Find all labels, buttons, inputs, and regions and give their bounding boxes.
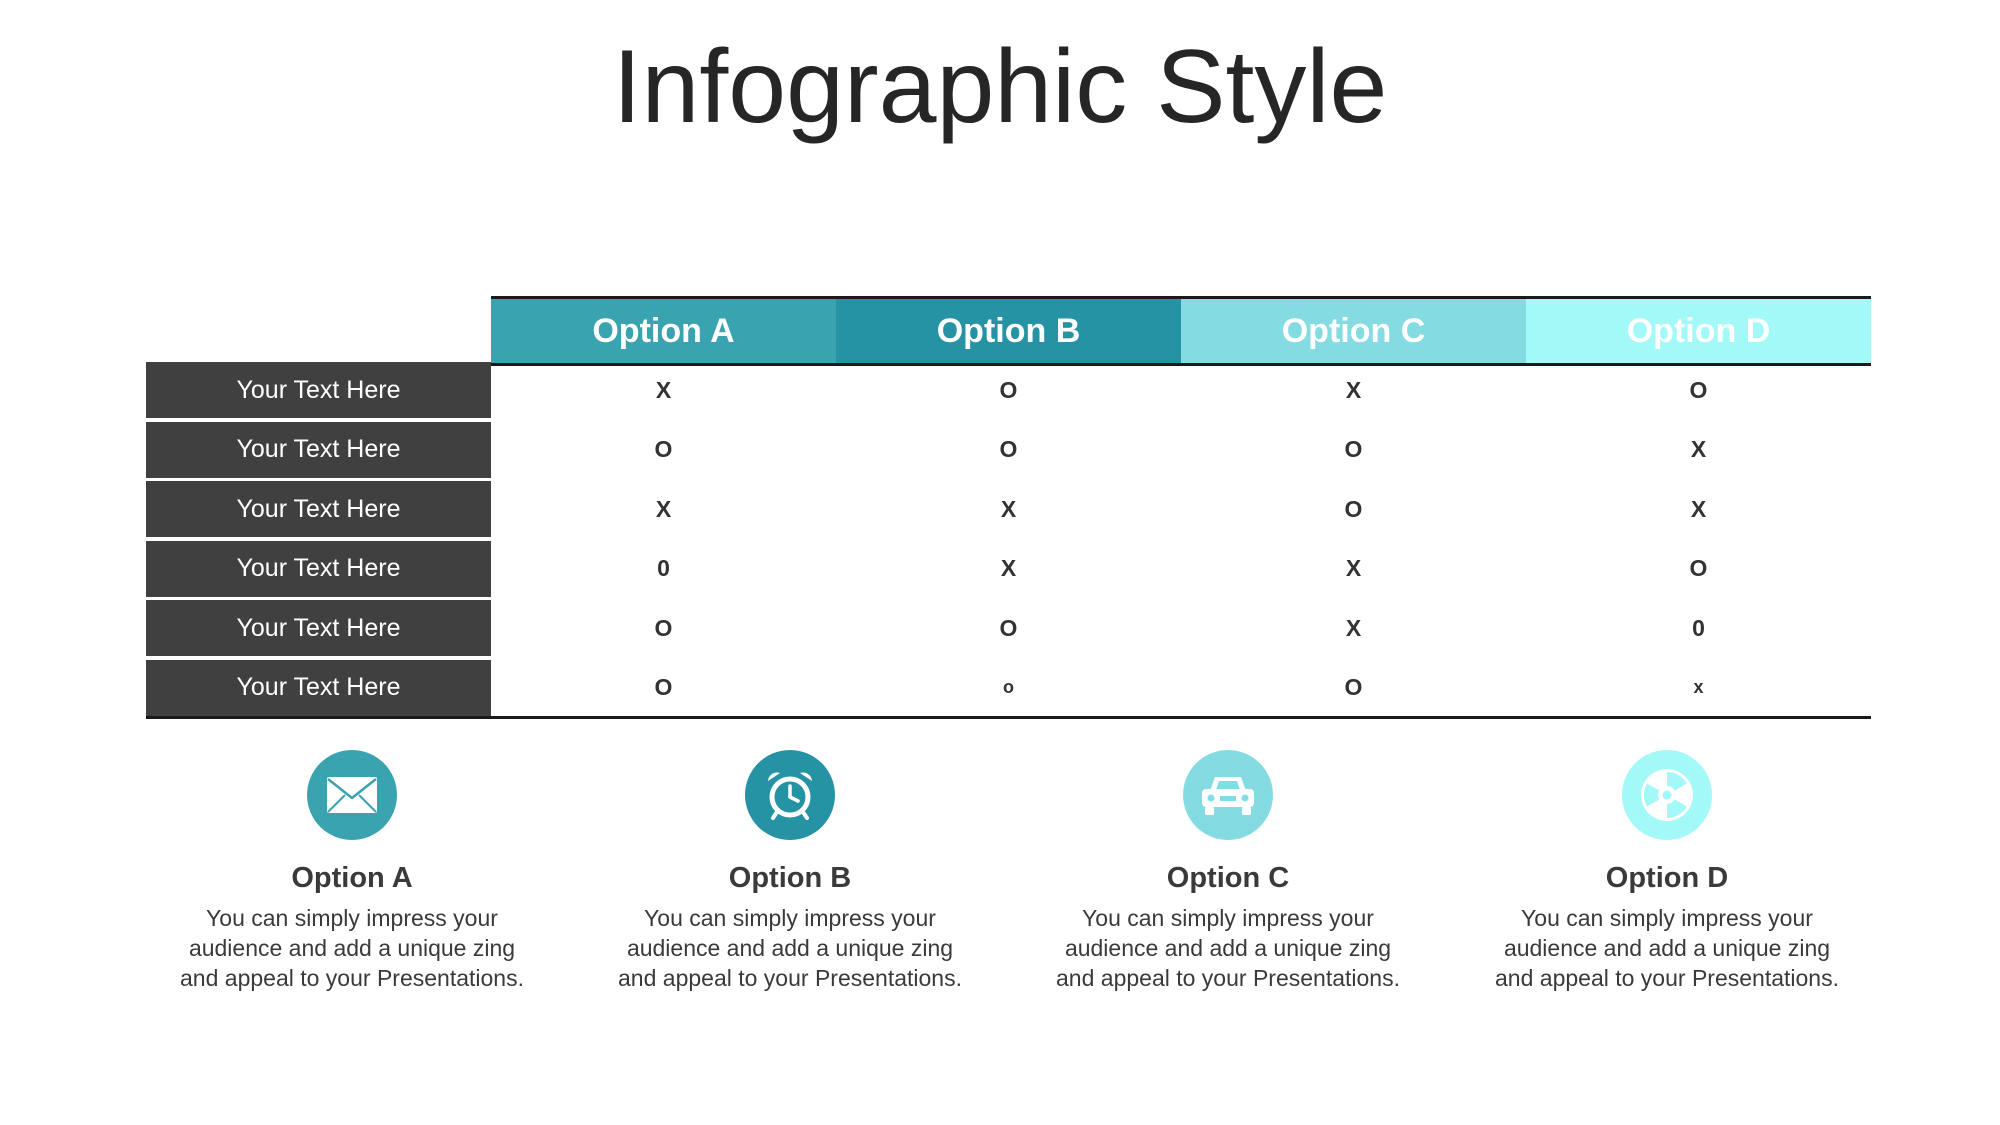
card-description: You can simply impress your audience and… — [1056, 905, 1400, 991]
table-cell: O — [1344, 436, 1363, 462]
card-title: Option B — [728, 862, 852, 894]
table-cell: O — [999, 614, 1018, 641]
table-header: Option A Option B Option C Option D — [491, 296, 1871, 366]
table-cell: X — [1000, 495, 1017, 522]
table-cell: X — [1345, 555, 1362, 581]
alarm-clock-icon — [745, 750, 835, 840]
option-cards: Option A You can simply impress your aud… — [0, 750, 2000, 1050]
card-title: Option C — [1166, 862, 1290, 894]
table-cell: X — [655, 495, 672, 522]
table-cell: X — [1690, 436, 1707, 462]
header-option-d: Option D — [1526, 299, 1871, 363]
table-cell: O — [654, 436, 673, 462]
table-row: Your Text Here O O X 0 — [146, 600, 1871, 660]
table-cell: X — [1345, 614, 1362, 641]
option-card-d: Option D You can simply impress your aud… — [1477, 750, 1857, 993]
table-cell: O — [1689, 376, 1708, 403]
header-option-a: Option A — [491, 299, 836, 363]
table-bottom-rule — [146, 716, 1871, 719]
table-cell: O — [999, 436, 1018, 462]
table-cell: O — [999, 376, 1018, 403]
card-description: You can simply impress your audience and… — [1495, 905, 1839, 991]
table-row: Your Text Here O o O x — [146, 659, 1871, 720]
table-cell: X — [1000, 555, 1017, 581]
table-cell: X — [655, 376, 672, 403]
row-label: Your Text Here — [146, 481, 491, 537]
card-title: Option D — [1605, 862, 1729, 894]
card-title: Option A — [291, 862, 413, 894]
radiation-icon — [1622, 750, 1712, 840]
table-cell: O — [654, 614, 673, 641]
table-cell: O — [1344, 674, 1363, 700]
table-body: Your Text Here X O X O Your Text Here O … — [146, 362, 1871, 719]
card-description: You can simply impress your audience and… — [618, 905, 962, 991]
row-label: Your Text Here — [146, 600, 491, 656]
table-cell: 0 — [657, 555, 670, 581]
row-label: Your Text Here — [146, 659, 491, 716]
table-cell: o — [1003, 677, 1014, 697]
option-card-c: Option C You can simply impress your aud… — [1038, 750, 1418, 993]
header-option-b: Option B — [836, 299, 1181, 363]
car-icon — [1183, 750, 1273, 840]
table-row: Your Text Here O O O X — [146, 421, 1871, 482]
table-row: Your Text Here 0 X X O — [146, 540, 1871, 601]
row-label: Your Text Here — [146, 362, 491, 418]
table-cell: x — [1693, 677, 1704, 697]
row-label: Your Text Here — [146, 421, 491, 478]
table-row: Your Text Here X X O X — [146, 481, 1871, 541]
table-cell: O — [654, 674, 673, 700]
table-cell: O — [1344, 495, 1363, 522]
option-card-a: Option A You can simply impress your aud… — [162, 750, 542, 993]
table-cell: 0 — [1692, 614, 1705, 641]
header-option-c: Option C — [1181, 299, 1526, 363]
option-card-b: Option B You can simply impress your aud… — [600, 750, 980, 993]
table-row: Your Text Here X O X O — [146, 362, 1871, 422]
envelope-icon — [307, 750, 397, 840]
table-cell: X — [1690, 495, 1707, 522]
table-cell: X — [1345, 376, 1362, 403]
table-cell: O — [1689, 555, 1708, 581]
row-label: Your Text Here — [146, 540, 491, 597]
slide-title: Infographic Style — [612, 29, 1388, 145]
card-description: You can simply impress your audience and… — [180, 905, 524, 991]
